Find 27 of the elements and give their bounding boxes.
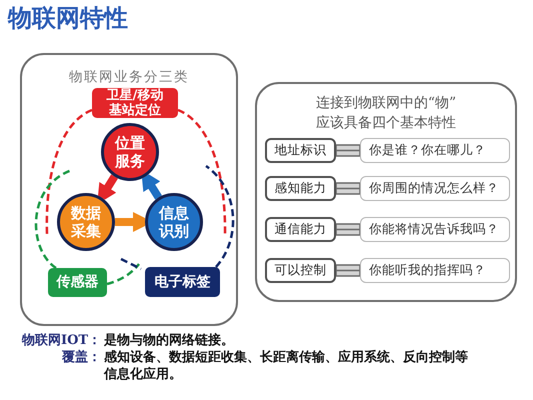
technology-tag: 电子标签 — [145, 267, 220, 297]
definition-text: 是物与物的网络链接。 — [104, 332, 234, 349]
definition-text: 感知设备、数据短距收集、长距离传输、应用系统、反向控制等信息化应用。 — [104, 349, 469, 383]
panel-heading: 物联网业务分三类 — [69, 68, 189, 87]
technology-tag: 传感器 — [48, 268, 107, 297]
technology-tag: 卫星/移动基站定位 — [92, 88, 178, 118]
feature-box: 可以控制 — [265, 258, 336, 283]
service-circle: 数据采集 — [57, 193, 115, 251]
service-circle: 位置服务 — [101, 123, 159, 181]
page-title: 物联网特性 — [8, 4, 128, 32]
question-box: 你周围的情况怎么样？ — [360, 176, 510, 201]
equals-connector — [335, 182, 361, 195]
rounded-panel — [255, 82, 517, 302]
question-box: 你是谁？你在哪儿？ — [360, 138, 510, 163]
question-box: 你能将情况告诉我吗？ — [360, 217, 510, 242]
equals-connector — [335, 264, 361, 277]
service-circle: 信息识别 — [145, 193, 203, 251]
equals-connector — [335, 144, 361, 157]
feature-box: 感知能力 — [265, 176, 336, 201]
definition-term: 物联网IOT： — [22, 332, 102, 349]
rounded-panel — [20, 53, 238, 326]
feature-box: 地址标识 — [265, 138, 336, 163]
feature-box: 通信能力 — [265, 217, 336, 242]
definition-term: 覆盖： — [62, 349, 101, 366]
panel-heading: 连接到物联网中的“物”应该具备四个基本特性 — [314, 94, 458, 133]
equals-connector — [335, 223, 361, 236]
question-box: 你能听我的指挥吗？ — [360, 258, 510, 283]
